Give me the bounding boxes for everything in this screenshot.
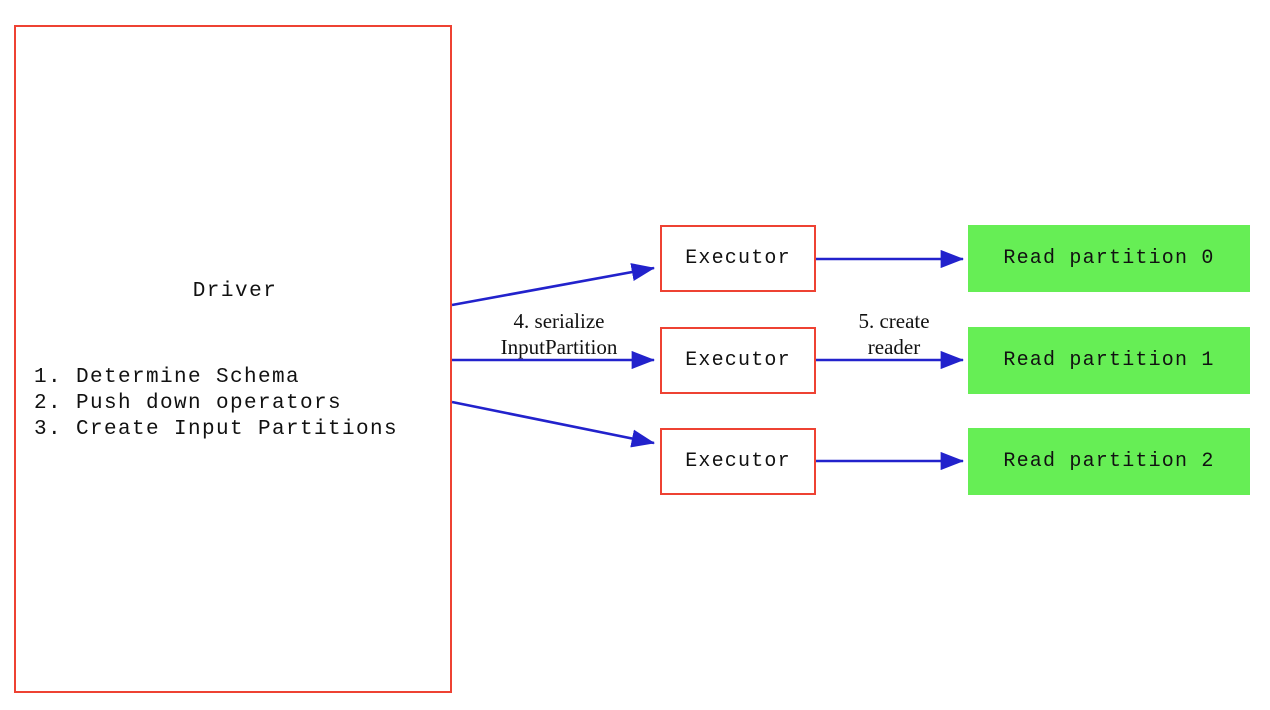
driver-title: Driver <box>192 280 278 303</box>
arrow-driver-to-executor-3 <box>451 400 656 448</box>
driver-step-1: 1. Determine Schema <box>34 366 301 389</box>
arrow-label-create-reader-line-1: 5. create <box>858 309 930 333</box>
arrow-label-serialize-line-2: InputPartition <box>500 335 618 359</box>
driver-box: Driver 1. Determine Schema 2. Push down … <box>14 25 452 693</box>
executor-box-3: Executor <box>660 428 816 495</box>
arrow-label-serialize: 4. serialize InputPartition <box>459 308 659 360</box>
arrow-label-serialize-line-1: 4. serialize <box>513 309 605 333</box>
arrow-driver-to-executor-1 <box>451 263 656 307</box>
read-partition-box-2: Read partition 2 <box>968 428 1250 495</box>
read-partition-box-1: Read partition 1 <box>968 327 1250 394</box>
driver-steps-list: 1. Determine Schema 2. Push down operato… <box>34 365 452 443</box>
arrow-label-create-reader-line-2: reader <box>867 335 921 359</box>
driver-step-2: 2. Push down operators <box>34 392 343 415</box>
read-partition-box-0: Read partition 0 <box>968 225 1250 292</box>
executor-box-1: Executor <box>660 225 816 292</box>
arrow-label-create-reader: 5. create reader <box>824 308 964 360</box>
driver-step-3: 3. Create Input Partitions <box>34 418 399 441</box>
executor-box-2: Executor <box>660 327 816 394</box>
